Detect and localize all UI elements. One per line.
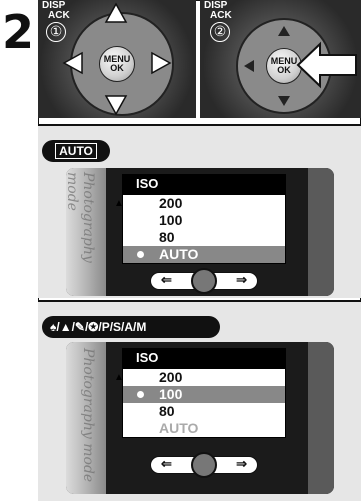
nav-center-button[interactable] [191, 268, 217, 294]
iso-option[interactable]: 200 [159, 369, 183, 385]
iso-option[interactable]: 200 [159, 195, 183, 211]
lcd-screen: Photography mode ISO ▲ 200 100 80 AUTO ⇐… [66, 342, 334, 494]
iso-option-list: 200 100 80 AUTO [122, 368, 286, 438]
nav-center-button[interactable] [191, 452, 217, 478]
side-text: Photography mode [80, 348, 96, 483]
disp-label: DISP [204, 0, 228, 11]
lcd-screen: Photography mode ISO ▲ 200 100 80 AUTO ⇐… [64, 168, 334, 296]
mode-badge: AUTO [42, 140, 110, 162]
menu-ok-button[interactable]: MENU OK [99, 46, 135, 82]
dpad-arrows-icon [244, 26, 290, 106]
iso-option-disabled: AUTO [159, 420, 199, 436]
iso-option-selected[interactable]: 100 [123, 386, 285, 403]
right-arrow-icon[interactable]: ⇒ [236, 456, 247, 471]
photo-menu-press: DISP ACK MENU OK ② [200, 0, 361, 118]
selected-dot-icon [137, 251, 144, 258]
scroll-up-icon: ▲ [114, 372, 124, 383]
iso-option[interactable]: 80 [159, 229, 175, 245]
iso-option-list: 200 100 80 AUTO [122, 194, 286, 264]
menu-ok-button[interactable]: MENU OK [266, 48, 302, 84]
right-arrow-icon[interactable]: ⇒ [236, 272, 247, 287]
scroll-up-icon: ▲ [114, 198, 124, 209]
step-number: 2 [2, 5, 35, 59]
back-label: ACK [210, 10, 232, 21]
iso-menu-title: ISO [122, 174, 286, 194]
iso-option-selected[interactable]: AUTO [123, 246, 285, 263]
screen-panel-auto: AUTO Photography mode ISO ▲ 200 100 80 A… [38, 124, 361, 298]
iso-menu-title: ISO [122, 348, 286, 368]
press-arrow-icon [296, 41, 357, 89]
back-label: ACK [48, 10, 70, 21]
selected-dot-icon [137, 391, 144, 398]
mode-badge: ♠/▲/✎/✪/P/S/A/M [42, 316, 220, 338]
step-marker-2: ② [210, 22, 230, 42]
side-text: Photography mode [64, 172, 96, 263]
step-marker-1: ① [46, 22, 66, 42]
dpad-arrows-icon [62, 2, 172, 116]
disp-label: DISP [42, 0, 66, 11]
left-arrow-icon[interactable]: ⇐ [161, 272, 172, 287]
screen-panel-modes: ♠/▲/✎/✪/P/S/A/M Photography mode ISO ▲ 2… [38, 300, 361, 501]
left-arrow-icon[interactable]: ⇐ [161, 456, 172, 471]
iso-option[interactable]: 80 [159, 403, 175, 419]
photo-dpad: DISP ACK MENU OK ① [38, 0, 196, 118]
iso-option[interactable]: 100 [159, 212, 183, 228]
